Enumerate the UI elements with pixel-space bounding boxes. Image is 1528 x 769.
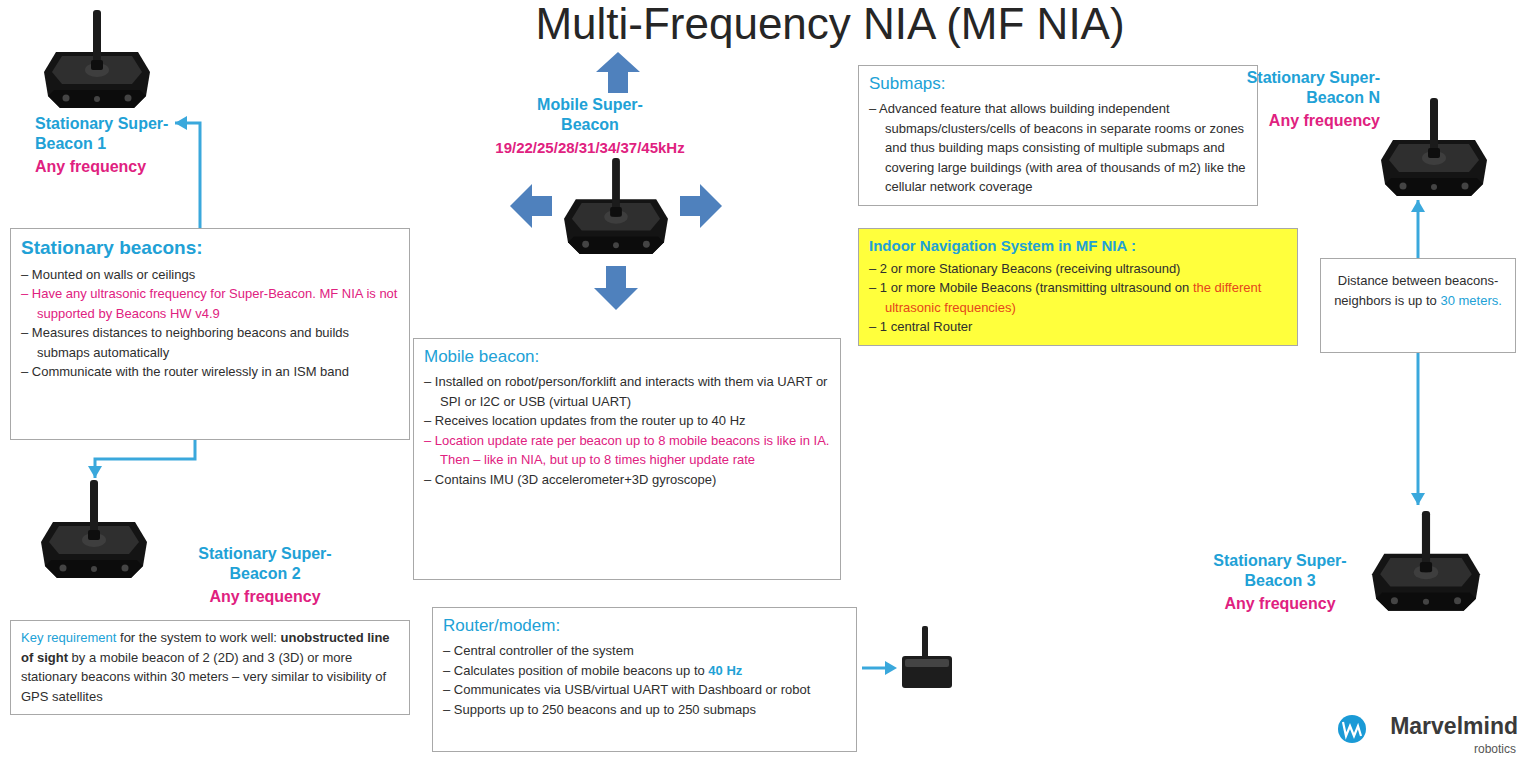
- mobile-beacon-node: Mobile Super-Beacon 19/22/25/28/31/34/37/…: [440, 95, 740, 260]
- pointer-arrowhead: [885, 661, 897, 675]
- box-text: – Location update rate per beacon up to …: [424, 431, 830, 470]
- highlighted-word: Hz: [726, 663, 742, 678]
- beacon-node: Stationary Super-Beacon 2 Any frequency: [30, 478, 340, 608]
- logo-wordmark: Marvelmind: [1390, 713, 1518, 740]
- info-box: Submaps: – Advanced feature that allows b…: [858, 65, 1258, 206]
- box-text: – Calculates position of mobile beacons …: [443, 661, 846, 681]
- router-device: [902, 656, 952, 688]
- connector-arrowhead: [1411, 493, 1425, 505]
- connector-arrowhead: [1411, 200, 1425, 212]
- highlighted-word: frequencies): [944, 300, 1016, 315]
- connector-arrowhead: [88, 466, 102, 478]
- box-text: – Have any ultrasonic frequency for Supe…: [21, 284, 399, 323]
- box-text: – Contains IMU (3D accelerometer+3D gyro…: [424, 470, 830, 490]
- beacon-label: Stationary Super-Beacon 1 Any frequency: [35, 114, 175, 178]
- highlighted-word: of: [21, 650, 33, 665]
- note-box: Key requirement for the system to work w…: [10, 620, 410, 715]
- beacon-frequency: Any frequency: [1245, 111, 1380, 132]
- beacon-device: [1381, 98, 1487, 196]
- pointer-arrow: [862, 667, 886, 670]
- highlighted-word: ultrasonic: [885, 300, 941, 315]
- highlighted-word: Key: [21, 630, 43, 645]
- block-arrow: [594, 266, 638, 310]
- box-text: – Advanced feature that allows building …: [869, 99, 1247, 197]
- highlighted-word: the: [1193, 280, 1211, 295]
- beacon-label: Stationary Super-Beacon N Any frequency: [1245, 68, 1380, 132]
- connector-line: [175, 123, 200, 228]
- info-box: Stationary beacons: – Mounted on walls or…: [10, 228, 410, 440]
- box-text: – Mounted on walls or ceilings: [21, 265, 399, 285]
- highlight-box: Indoor Navigation System in MF NIA : – 2 …: [858, 228, 1298, 346]
- beacon-device: [44, 10, 150, 108]
- box-heading: Indoor Navigation System in MF NIA :: [869, 236, 1287, 256]
- beacon-name: Mobile Super-Beacon: [525, 95, 655, 135]
- box-text: – Supports up to 250 beacons and up to 2…: [443, 700, 846, 720]
- logo-icon-mark: [1343, 722, 1361, 736]
- beacon-name: Stationary Super-Beacon 1: [35, 114, 175, 154]
- box-text: – 2 or more Stationary Beacons (receivin…: [869, 259, 1287, 279]
- box-heading: Router/modem:: [443, 615, 846, 637]
- beacon-frequency: 19/22/25/28/31/34/37/45kHz: [440, 138, 740, 158]
- connector-arrow: [1411, 200, 1425, 258]
- box-text: – 1 or more Mobile Beacons (transmitting…: [869, 278, 1287, 317]
- logo-subtitle: robotics: [1474, 742, 1516, 756]
- box-text: – Measures distances to neighboring beac…: [21, 323, 399, 362]
- box-heading: Mobile beacon:: [424, 346, 830, 368]
- highlighted-word: different: [1215, 280, 1262, 295]
- box-text: – Receives location updates from the rou…: [424, 411, 830, 431]
- connector-arrow: [1411, 353, 1425, 505]
- beacon-device: [564, 158, 668, 254]
- box-heading: Stationary beacons:: [21, 236, 399, 261]
- beacon-device: [41, 480, 147, 578]
- box-heading: Submaps:: [869, 73, 1247, 95]
- router-device-top: [905, 659, 949, 667]
- block-arrow: [596, 52, 640, 93]
- box-text: – Communicates via USB/virtual UART with…: [443, 680, 846, 700]
- note-box: Distance between beacons-neighbors is up…: [1320, 258, 1516, 353]
- logo-icon: [1338, 715, 1366, 743]
- info-box: Router/modem: – Central controller of the…: [432, 607, 857, 752]
- beacon-label: Stationary Super-Beacon 3 Any frequency: [1205, 551, 1355, 615]
- highlighted-word: meters.: [1459, 293, 1502, 308]
- connector-line: [95, 440, 195, 478]
- connector-arrow: [175, 116, 200, 228]
- box-text: – Central controller of the system: [443, 641, 846, 661]
- block-arrow: [510, 184, 552, 228]
- beacon-label: Mobile Super-Beacon 19/22/25/28/31/34/37/…: [440, 95, 740, 158]
- beacon-frequency: Any frequency: [190, 587, 340, 608]
- beacon-node: Stationary Super-Beacon 3 Any frequency: [1205, 505, 1505, 625]
- box-text: Distance between beacons-neighbors is up…: [1331, 271, 1505, 310]
- beacon-name: Stationary Super-Beacon N: [1245, 68, 1380, 108]
- beacon-name: Stationary Super-Beacon 3: [1205, 551, 1355, 591]
- box-text: – 1 central Router: [869, 317, 1287, 337]
- beacon-node: Stationary Super-Beacon 1 Any frequency: [25, 8, 175, 198]
- highlighted-word: requirement: [47, 630, 116, 645]
- beacon-frequency: Any frequency: [35, 157, 175, 178]
- info-box: Mobile beacon: – Installed on robot/perso…: [413, 338, 841, 580]
- connector-arrowhead: [175, 116, 187, 130]
- box-text: Key requirement for the system to work w…: [21, 628, 399, 706]
- highlighted-word: unobstructed: [281, 630, 364, 645]
- highlighted-word: line: [367, 630, 389, 645]
- highlighted-word: sight: [37, 650, 68, 665]
- box-text: – Installed on robot/person/forklift and…: [424, 372, 830, 411]
- beacon-label: Stationary Super-Beacon 2 Any frequency: [190, 544, 340, 608]
- diagram-title: Multi-Frequency NIA (MF NIA): [430, 0, 1230, 51]
- box-text: – Communicate with the router wirelessly…: [21, 362, 399, 382]
- connector-line: [1417, 353, 1420, 505]
- beacon-node: Stationary Super-Beacon N Any frequency: [1245, 60, 1515, 200]
- connector-arrow: [88, 440, 195, 478]
- beacon-device: [1372, 511, 1480, 611]
- highlighted-word: 40: [708, 663, 722, 678]
- highlighted-word: 30: [1440, 293, 1454, 308]
- beacon-frequency: Any frequency: [1205, 594, 1355, 615]
- beacon-name: Stationary Super-Beacon 2: [190, 544, 340, 584]
- block-arrow: [680, 184, 722, 228]
